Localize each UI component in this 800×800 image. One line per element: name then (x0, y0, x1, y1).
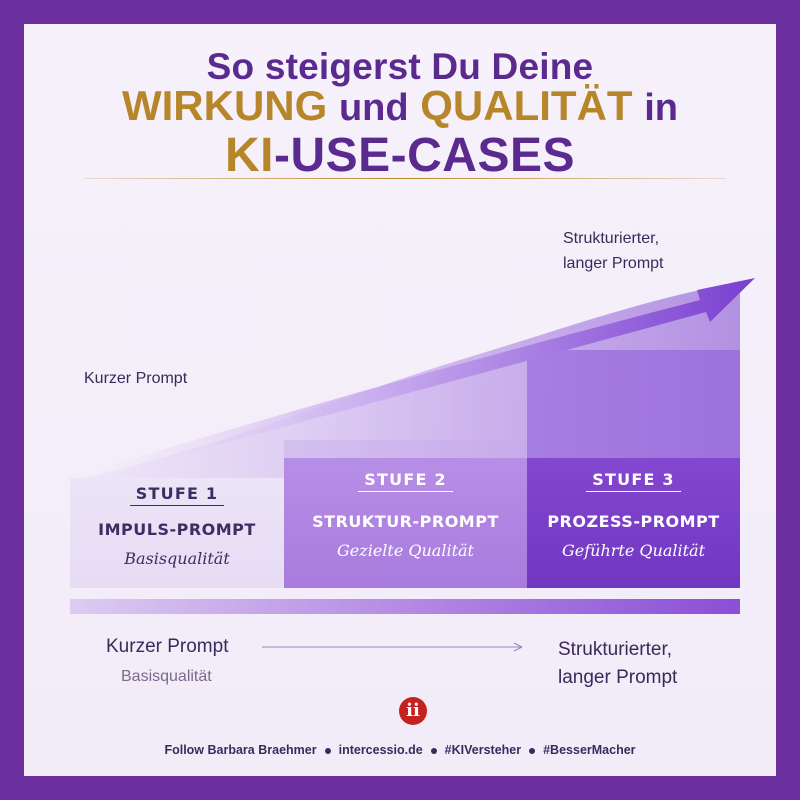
left-label: Kurzer Prompt (84, 370, 188, 387)
stage-2: STUFE 2 STRUKTUR-PROMPT Gezielte Qualitä… (284, 470, 527, 560)
top-right-label: Strukturierter, langer Prompt (563, 226, 664, 276)
stage-1-name: IMPULS-PROMPT (98, 520, 256, 539)
bottom-right-label: Strukturierter, langer Prompt (558, 636, 677, 692)
stage-1-stufe: STUFE 1 (129, 484, 225, 506)
footer-hashtag-2: #BesserMacher (543, 743, 636, 757)
stage-2-stufe: STUFE 2 (358, 470, 453, 492)
stage-3: STUFE 3 PROZESS-PROMPT Geführte Qualität (527, 470, 740, 560)
footer-follow: Follow Barbara Braehmer (164, 743, 317, 757)
footer-dot-icon (529, 747, 536, 754)
stage-1: STUFE 1 IMPULS-PROMPT Basisqualität (70, 484, 284, 568)
title-line-3: KI-USE-CASES (0, 128, 800, 183)
stage-2-name: STRUKTUR-PROMPT (312, 512, 499, 531)
progress-bar (70, 599, 740, 614)
top-right-label-line-2: langer Prompt (563, 255, 664, 272)
title-line-2: WIRKUNG und QUALITÄT in (0, 82, 800, 130)
bottom-left-sub: Basisqualität (121, 668, 212, 685)
top-right-label-line-1: Strukturierter, (563, 230, 660, 247)
title-qualitaet: QUALITÄT (420, 82, 633, 129)
title-use-cases: -USE-CASES (273, 129, 576, 182)
title-in: in (644, 87, 679, 129)
bottom-right-line-1: Strukturierter, (558, 639, 673, 660)
stage-2-quality: Gezielte Qualität (337, 541, 474, 560)
bottom-arrow-head (513, 642, 523, 652)
title-und: und (338, 87, 409, 129)
bottom-left-main: Kurzer Prompt (106, 636, 229, 657)
footer-dot-icon (324, 747, 331, 754)
title-wirkung: WIRKUNG (121, 82, 328, 129)
title-divider (84, 178, 726, 179)
bottom-right-line-2: langer Prompt (558, 667, 678, 688)
intercessio-logo-icon: ii (399, 697, 427, 725)
stage-3-box (527, 458, 740, 588)
footer: Follow Barbara Braehmer intercessio.de #KI… (0, 743, 800, 757)
stage-3-quality: Geführte Qualität (561, 541, 705, 560)
footer-hashtag-1: #KIVersteher (444, 743, 522, 757)
title-ki: KI (224, 129, 274, 182)
stage-1-quality: Basisqualität (124, 549, 230, 568)
footer-dot-icon (430, 747, 437, 754)
rising-arrow (95, 278, 755, 478)
footer-website: intercessio.de (338, 743, 423, 757)
title-line-1: So steigerst Du Deine (206, 46, 594, 87)
stage-3-stufe: STUFE 3 (586, 470, 681, 492)
stage-3-name: PROZESS-PROMPT (547, 512, 720, 531)
stage-2-box (284, 458, 527, 588)
stage-1-box (70, 478, 284, 588)
